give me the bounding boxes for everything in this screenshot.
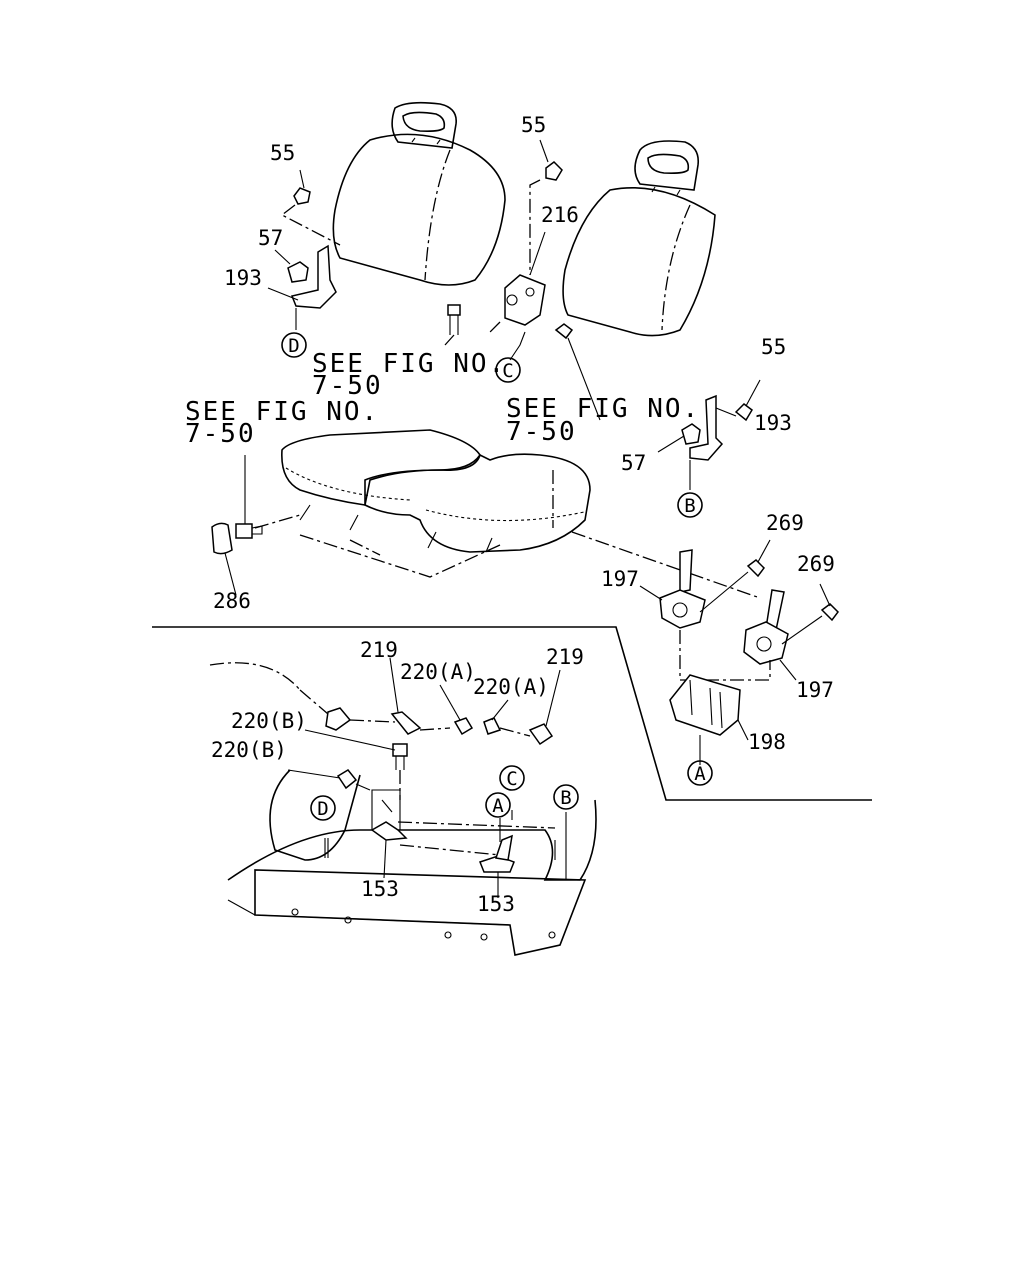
see-fig-ref-2-line2: 7-50	[185, 419, 256, 449]
bolt-55-left	[280, 169, 341, 246]
bolt-220a-left	[439, 684, 474, 736]
center-bolt	[444, 304, 501, 346]
callout-A-floor: A	[485, 792, 511, 818]
seat-cushion	[281, 429, 591, 553]
callout-A-top: A	[687, 760, 713, 786]
label-55-middle: 55	[521, 113, 546, 137]
label-197-right: 197	[796, 678, 834, 702]
label-198: 198	[748, 730, 786, 754]
floor-panel	[209, 662, 597, 956]
label-216: 216	[541, 203, 579, 227]
bolt-220a-right	[483, 699, 531, 737]
label-269-left: 269	[766, 511, 804, 535]
section-divider	[152, 626, 872, 801]
bolt-269-right	[781, 583, 839, 645]
svg-text:D: D	[317, 798, 328, 820]
callout-D-top: D	[281, 332, 307, 358]
anchor-153-right	[479, 818, 515, 898]
label-153-right: 153	[477, 892, 515, 916]
see-fig-ref-1-line2: 7-50	[312, 371, 383, 401]
svg-text:D: D	[288, 335, 299, 357]
label-55-right: 55	[761, 335, 786, 359]
label-220b-lower: 220(B)	[211, 738, 287, 762]
anchor-153-left	[370, 789, 408, 879]
see-fig-ref-3-line2: 7-50	[506, 417, 577, 447]
svg-text:B: B	[684, 495, 695, 517]
svg-text:C: C	[506, 768, 517, 790]
part-286-cap	[211, 522, 263, 596]
see-fig-ref-1-line1: SEE FIG NO.	[312, 349, 506, 379]
label-220a-right: 220(A)	[473, 675, 549, 699]
label-57-left: 57	[258, 226, 283, 250]
svg-text:C: C	[502, 360, 513, 382]
see-fig-ref-2-line1: SEE FIG NO.	[185, 397, 379, 427]
svg-text:A: A	[492, 795, 504, 817]
label-153-left: 153	[361, 877, 399, 901]
callout-B-floor: B	[553, 784, 579, 810]
hinge-216	[504, 231, 546, 361]
label-193-left: 193	[224, 266, 262, 290]
bracket-219-left	[325, 657, 451, 735]
right-back-bolt	[554, 323, 601, 421]
latch-197-right	[743, 589, 797, 681]
label-197-left: 197	[601, 567, 639, 591]
callout-B-top: B	[677, 492, 703, 518]
label-219-right: 219	[546, 645, 584, 669]
bracket-219-right	[528, 669, 561, 746]
bolt-55-middle	[529, 139, 563, 275]
see-fig-ref-3-line1: SEE FIG NO.	[506, 394, 700, 424]
callout-D-floor: D	[310, 795, 336, 821]
callout-C-top: C	[495, 357, 521, 383]
label-193-right: 193	[754, 411, 792, 435]
label-220b-upper: 220(B)	[231, 709, 307, 733]
callout-C-floor: C	[499, 765, 525, 791]
right-seat-back	[562, 140, 716, 337]
label-57-right: 57	[621, 451, 646, 475]
label-269-right: 269	[797, 552, 835, 576]
bracket-193-left	[267, 244, 337, 330]
label-55-left: 55	[270, 141, 295, 165]
label-286: 286	[213, 589, 251, 613]
latch-197-left	[639, 549, 706, 629]
svg-text:A: A	[694, 763, 706, 785]
cover-198	[669, 630, 771, 765]
label-219-left: 219	[360, 638, 398, 662]
bolt-220b-lower	[287, 769, 371, 791]
left-seat-back	[332, 101, 506, 286]
svg-text:B: B	[560, 787, 571, 809]
bolt-269-left	[699, 539, 771, 613]
bracket-193-right	[657, 379, 761, 490]
label-220a-left: 220(A)	[400, 660, 476, 684]
